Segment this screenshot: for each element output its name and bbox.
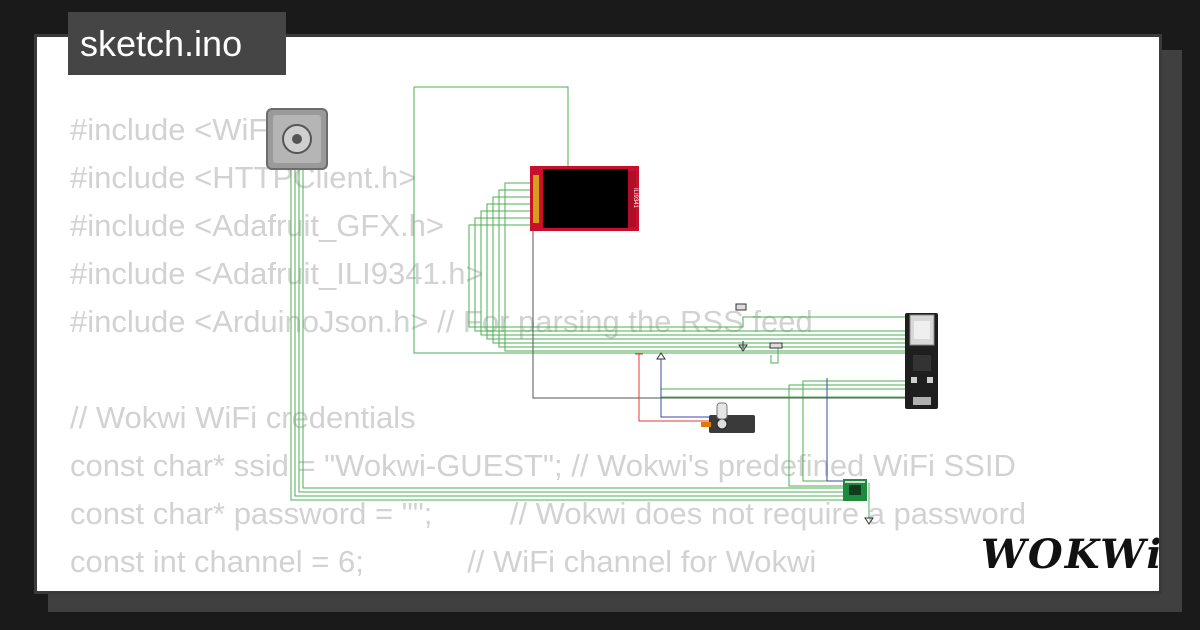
filename-tab: sketch.ino: [68, 12, 286, 75]
ground-symbol-icon: [738, 341, 748, 352]
ili9341-display: ILI9341: [530, 166, 639, 231]
code-line: const int channel = 6; // WiFi channel f…: [70, 544, 817, 579]
code-line: const char* ssid = "Wokwi-GUEST"; // Wok…: [70, 448, 1016, 483]
wokwi-logo: WOKWi: [981, 531, 1162, 578]
esp32-board: [905, 313, 938, 409]
code-preview: #include <WiFi.h>#include <HTTPClient.h>…: [70, 106, 1026, 586]
code-line: #include <Adafruit_GFX.h>: [70, 208, 444, 243]
code-line: #include <Adafruit_ILI9341.h>: [70, 256, 484, 291]
code-line: #include <ArduinoJson.h> // For parsing …: [70, 304, 813, 339]
pushbutton-icon: [735, 303, 747, 311]
preview-card: #include <WiFi.h>#include <HTTPClient.h>…: [34, 34, 1162, 594]
display-label: ILI9341: [632, 188, 638, 209]
ground-symbol-icon: [656, 352, 666, 360]
circuit-diagram: ILI9341: [266, 86, 938, 525]
ground-symbol-icon: [864, 517, 874, 525]
wire-dark: [532, 231, 906, 399]
wire-blue: [660, 353, 709, 418]
servo-motor: [701, 402, 755, 433]
stepper-motor: [266, 108, 328, 170]
vcc-symbol-icon: [635, 353, 643, 359]
pushbutton-icon: [769, 342, 783, 349]
wires: [290, 86, 906, 518]
wire-red: [638, 353, 709, 422]
a4988-driver: [843, 479, 867, 501]
wire-blue: [826, 378, 843, 482]
code-line: const char* password = ""; // Wokwi does…: [70, 496, 1027, 531]
